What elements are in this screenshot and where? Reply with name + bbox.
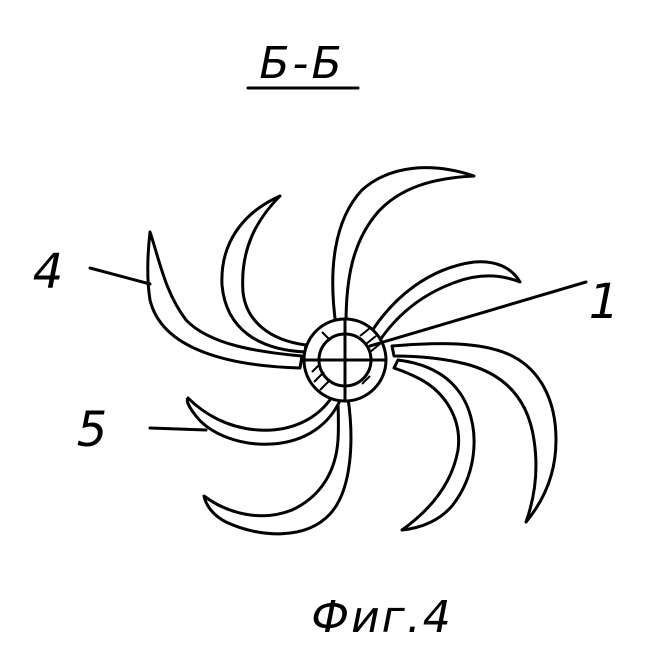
blade-top bbox=[331, 166, 476, 328]
figure-caption: Фиг.4 bbox=[311, 592, 453, 643]
blade-lower-left bbox=[185, 392, 344, 446]
callout-label-1: 1 bbox=[589, 274, 620, 330]
leader-line-4 bbox=[88, 266, 152, 286]
blade-upper-left bbox=[146, 230, 304, 370]
blade-right bbox=[390, 342, 558, 524]
blade-lower-right bbox=[392, 358, 476, 532]
blade-upper-mid bbox=[220, 194, 308, 354]
callout-label-4-real: 4 bbox=[33, 244, 64, 300]
blade-right-upper bbox=[368, 260, 522, 342]
leader-lines bbox=[88, 266, 588, 432]
rotor-blades bbox=[146, 166, 558, 536]
section-label: Б-Б bbox=[259, 38, 344, 89]
hub bbox=[302, 317, 388, 403]
hub-hatching bbox=[311, 327, 381, 391]
callout-label-5: 5 bbox=[77, 402, 108, 458]
leader-line-1 bbox=[368, 280, 588, 348]
leader-line-5 bbox=[148, 426, 208, 432]
blade-bottom bbox=[202, 396, 353, 536]
